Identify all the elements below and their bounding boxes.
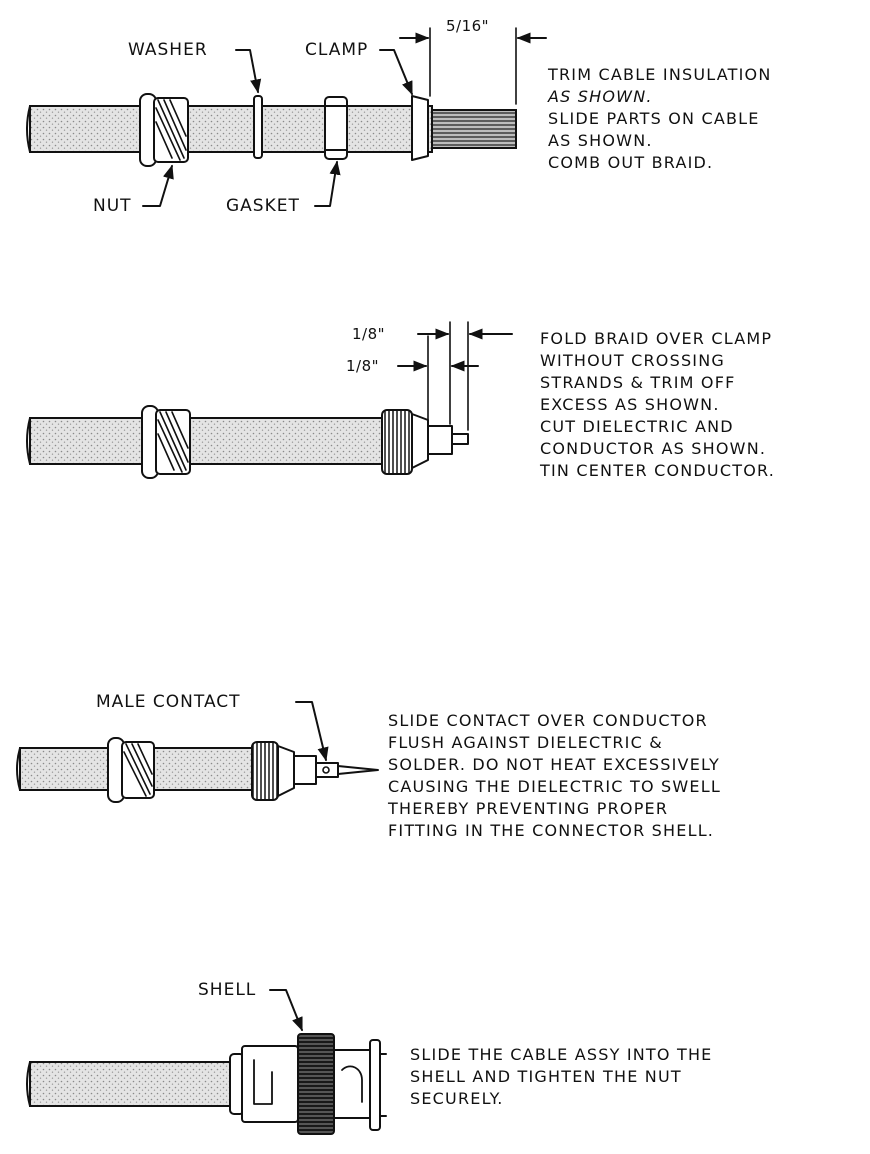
dielectric [427, 425, 453, 455]
nut-part [139, 93, 189, 167]
cable-jacket [29, 105, 433, 153]
nut-part [107, 737, 155, 803]
step3-instructions: SLIDE CONTACT OVER CONDUCTOR FLUSH AGAIN… [388, 711, 721, 840]
dimension-label: 5/16" [446, 17, 490, 35]
step2-instructions: FOLD BRAID OVER CLAMP WITHOUT CROSSING S… [540, 329, 776, 480]
step4-drawing [26, 989, 387, 1135]
nut-label: NUT [93, 196, 132, 216]
cable-jacket [29, 1061, 231, 1107]
male-contact-label: MALE CONTACT [96, 692, 241, 712]
shell-label: SHELL [198, 980, 257, 1000]
male-contact-part [315, 762, 379, 778]
folded-braid-clamp [381, 409, 429, 475]
gasket-label: GASKET [226, 196, 300, 216]
braid-combed [431, 109, 517, 149]
dimension-label: 1/8" [346, 357, 380, 375]
clamp-label: CLAMP [305, 40, 369, 60]
washer-part [253, 95, 263, 159]
gasket-part [324, 96, 348, 160]
step1-instructions: TRIM CABLE INSULATION AS SHOWN. SLIDE PA… [548, 65, 772, 172]
step4-instructions: SLIDE THE CABLE ASSY INTO THE SHELL AND … [410, 1045, 713, 1108]
washer-label: WASHER [128, 40, 208, 60]
clamp-part [411, 95, 429, 161]
dielectric [293, 755, 317, 785]
step1-drawing [26, 27, 547, 207]
clamp-assembly [251, 741, 295, 801]
dimension-label: 1/8" [352, 325, 386, 343]
cable-jacket [29, 417, 383, 465]
step3-drawing [16, 701, 379, 803]
step2-drawing [26, 321, 513, 479]
nut-part [141, 405, 191, 479]
shell-part [229, 1033, 387, 1135]
center-conductor [451, 433, 469, 445]
